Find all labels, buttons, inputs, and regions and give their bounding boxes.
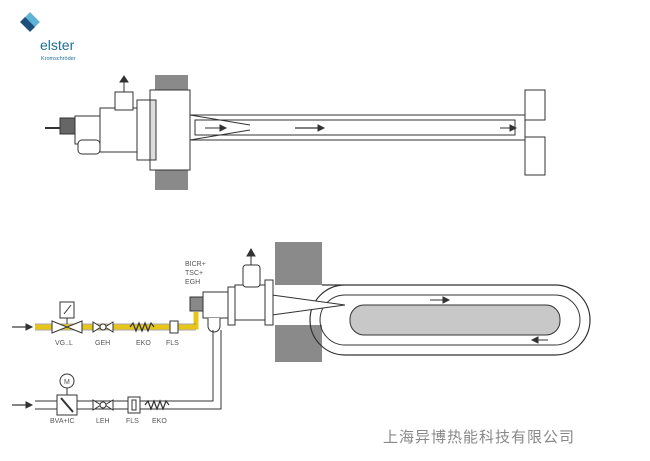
label-gas-filter: GEH [95, 340, 110, 347]
label-gas-flow: FLS [166, 340, 179, 347]
elster-logo: elster Kromschröder [20, 12, 76, 62]
label-gas-hose: EKO [136, 340, 151, 347]
label-air-valve: BVA+IC [50, 418, 75, 425]
label-air-filter: LEH [96, 418, 110, 425]
label-air-flow: FLS [126, 418, 139, 425]
target-block-top [524, 89, 546, 121]
bottom-burner-diagram [12, 242, 591, 416]
target-block-bottom [524, 136, 546, 176]
label-gas-valve: VG..L [55, 340, 73, 347]
motor-label: M [64, 379, 70, 386]
company-watermark: 上海异博热能科技有限公司 [383, 428, 576, 446]
logo-text: elster [40, 37, 75, 53]
label-air-hose: EKO [152, 418, 167, 425]
label-burner-1: BICR+ [185, 261, 206, 268]
top-burner-diagram [45, 75, 546, 190]
label-burner-2: TSC+ [185, 270, 203, 277]
gas-line [35, 312, 199, 330]
logo-subtext: Kromschröder [41, 56, 76, 62]
label-burner-3: EGH [185, 279, 200, 286]
